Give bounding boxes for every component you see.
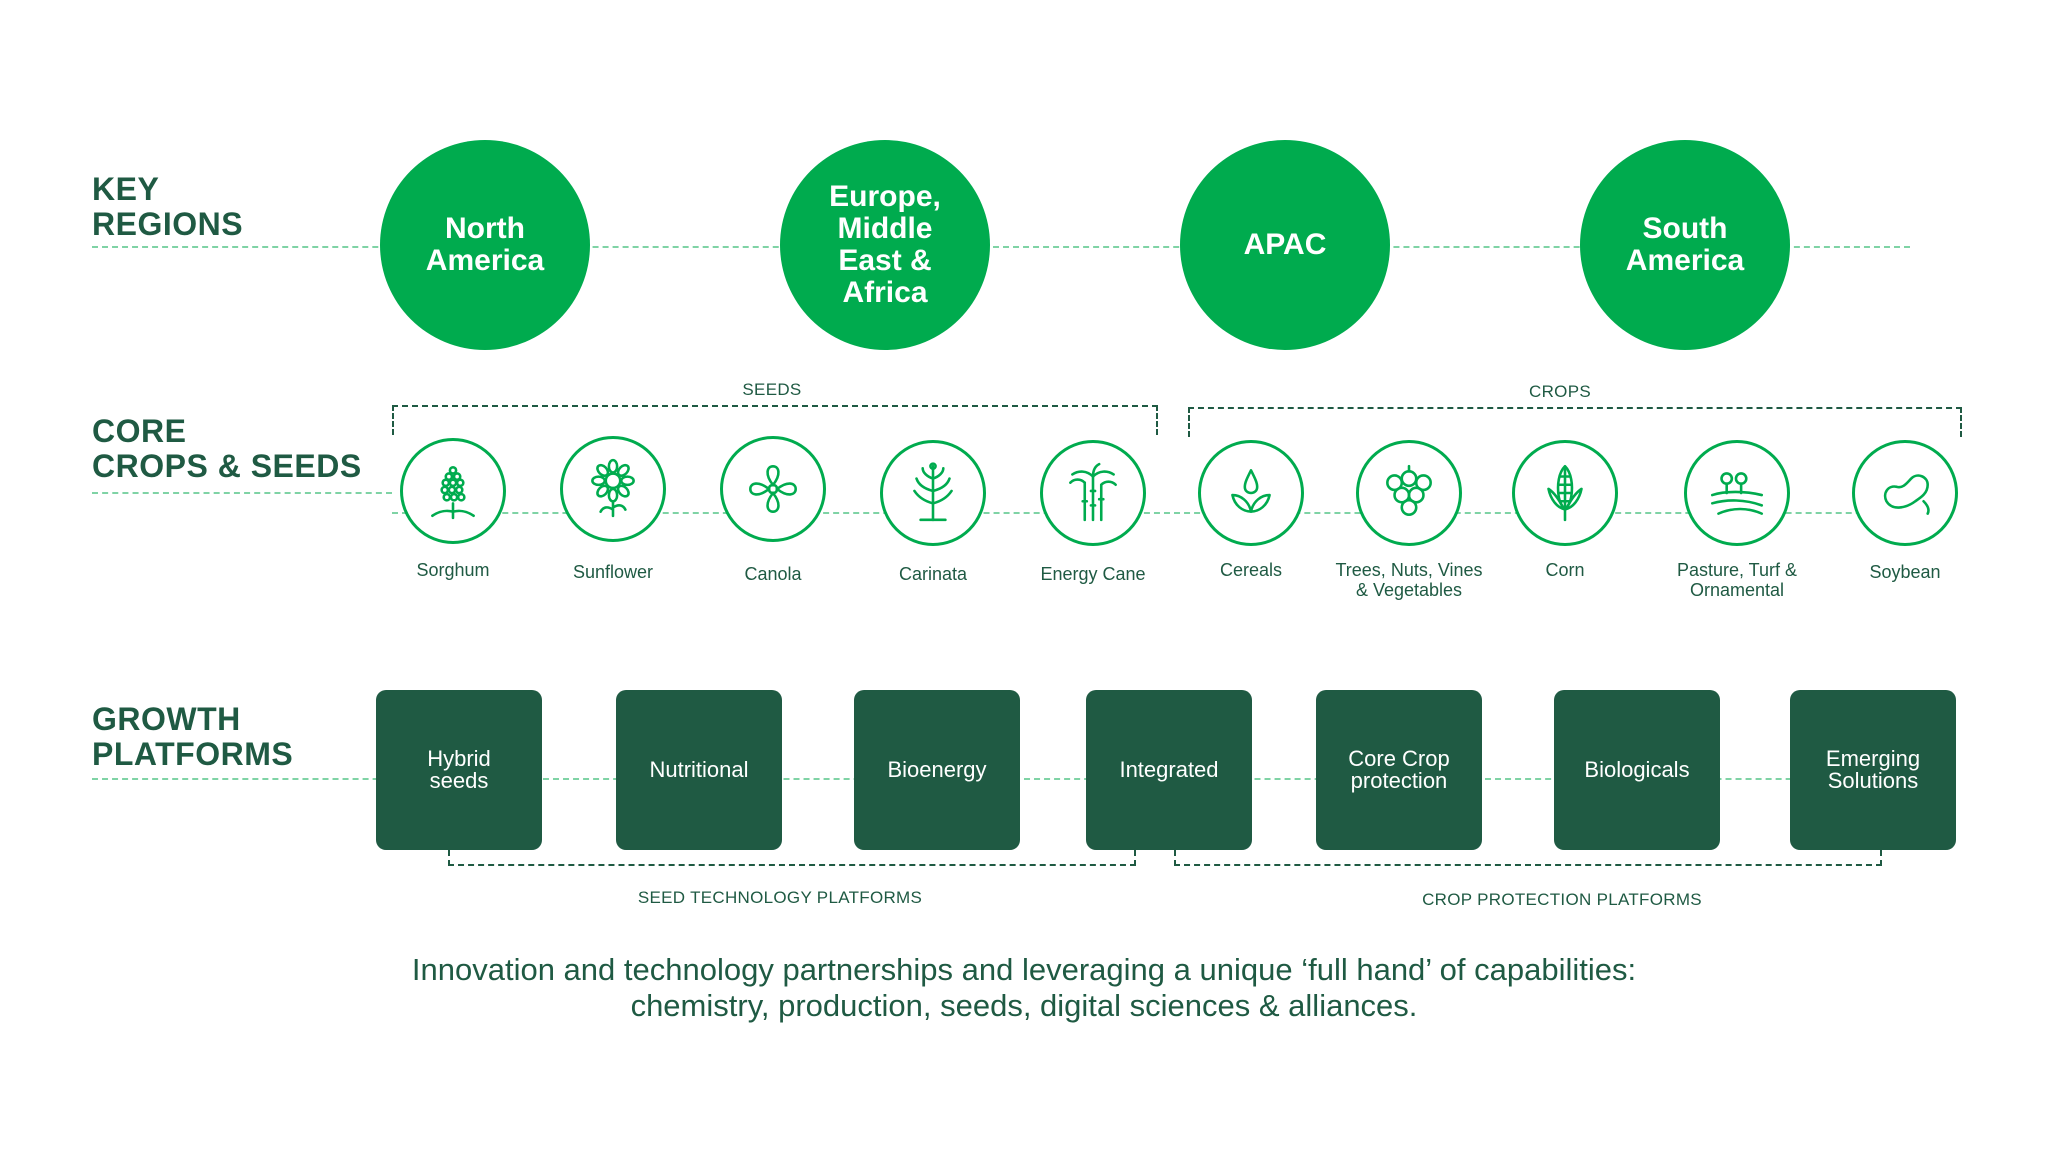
crop-label-cereals: Cereals — [1219, 560, 1283, 580]
region-emea: Europe, Middle East & Africa — [780, 140, 990, 350]
crop-circle-sunflower — [560, 436, 666, 542]
platforms-guideline — [92, 778, 1952, 780]
crop-label-canola: Canola — [744, 564, 802, 584]
region-north-america: North America — [380, 140, 590, 350]
crop-label-soybean: Soybean — [1869, 562, 1941, 582]
crop-protection-bracket — [1174, 840, 1882, 866]
crops-group-label: CROPS — [1529, 382, 1591, 401]
soybean-icon — [1883, 474, 1930, 515]
crop-label-corn: Corn — [1545, 560, 1585, 580]
crop-circle-trees-nuts — [1356, 440, 1462, 546]
crops-bracket — [1188, 407, 1962, 437]
cereals-icon — [1231, 469, 1271, 513]
seed-tech-group-label: SEED TECHNOLOGY PLATFORMS — [637, 888, 923, 907]
platform-hybrid-seeds: Hybrid seeds — [376, 690, 542, 850]
growth-platforms-label: GROWTH PLATFORMS — [92, 701, 294, 772]
platform-nutritional: Nutritional — [616, 690, 782, 850]
seeds-bracket — [392, 405, 1158, 435]
crop-label-sorghum: Sorghum — [416, 560, 490, 580]
trees-nuts-icon — [1386, 464, 1432, 516]
crop-label-carinata: Carinata — [898, 564, 968, 584]
crop-circle-canola — [720, 436, 826, 542]
crop-circle-sorghum — [400, 438, 506, 544]
crop-label-pasture: Pasture, Turf & Ornamental — [1676, 560, 1798, 600]
crop-circle-soybean — [1852, 440, 1958, 546]
corn-icon — [1547, 464, 1583, 522]
capabilities-line-1: Innovation and technology partnerships a… — [411, 952, 1637, 987]
seed-tech-bracket — [448, 840, 1136, 866]
region-south-america: South America — [1580, 140, 1790, 350]
crops-guideline — [392, 512, 1952, 514]
crop-label-trees-nuts: Trees, Nuts, Vines & Vegetables — [1335, 560, 1483, 600]
crop-protection-group-label: CROP PROTECTION PLATFORMS — [1422, 890, 1702, 909]
carinata-icon — [913, 462, 953, 522]
seeds-group-label: SEEDS — [742, 380, 802, 399]
crop-label-energy-cane: Energy Cane — [1040, 564, 1146, 584]
energy-cane-icon — [1069, 462, 1117, 522]
platform-core-crop-protection: Core Crop protection — [1316, 690, 1482, 850]
crop-circle-energy-cane — [1040, 440, 1146, 546]
platform-bioenergy: Bioenergy — [854, 690, 1020, 850]
platform-biologicals: Biologicals — [1554, 690, 1720, 850]
canola-icon — [749, 465, 797, 513]
crop-circle-carinata — [880, 440, 986, 546]
capabilities-statement: Innovation and technology partnerships a… — [0, 952, 2048, 1024]
crop-label-sunflower: Sunflower — [572, 562, 654, 582]
platform-emerging-solutions: Emerging Solutions — [1790, 690, 1956, 850]
crops-guideline-left — [92, 492, 392, 494]
crop-circle-corn — [1512, 440, 1618, 546]
regions-guideline — [92, 246, 1910, 248]
platform-integrated: Integrated — [1086, 690, 1252, 850]
capabilities-line-2: chemistry, production, seeds, digital sc… — [630, 988, 1418, 1023]
sunflower-icon — [591, 458, 635, 518]
pasture-icon — [1710, 472, 1764, 515]
sorghum-icon — [431, 465, 475, 520]
region-apac: APAC — [1180, 140, 1390, 350]
core-crops-seeds-label: CORE CROPS & SEEDS — [92, 413, 362, 484]
crop-circle-pasture — [1684, 440, 1790, 546]
key-regions-label: KEY REGIONS — [92, 171, 244, 242]
crop-circle-cereals — [1198, 440, 1304, 546]
